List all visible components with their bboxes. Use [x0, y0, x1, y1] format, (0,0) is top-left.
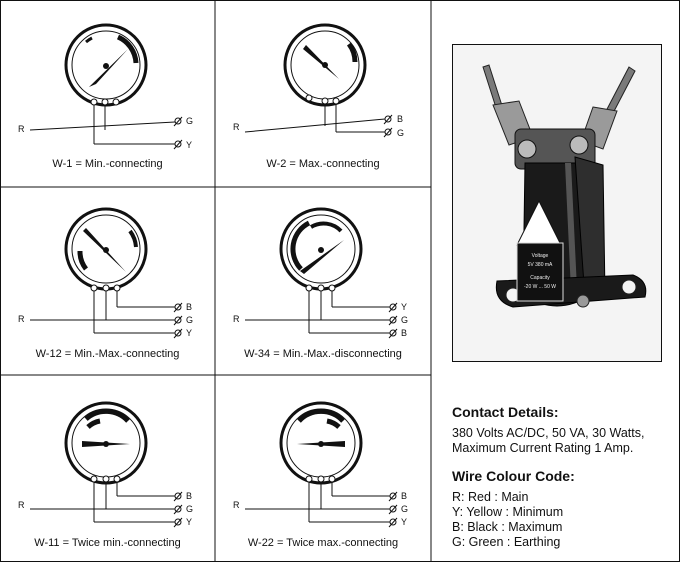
- wire-label-1: B: [186, 491, 192, 501]
- diagram-caption: W-34 = Min.-Max.-disconnecting: [244, 348, 402, 360]
- wire-label-3: Y: [401, 517, 407, 527]
- diagram-w1: R G Y: [18, 23, 193, 150]
- diagram-caption: W-12 = Min.-Max.-connecting: [35, 348, 180, 360]
- wiring: [245, 482, 398, 528]
- diagram-w22: R B G Y: [233, 401, 408, 528]
- wire-label-2: G: [397, 128, 404, 138]
- plate-label-line: Voltage: [532, 253, 549, 259]
- wiring: [30, 482, 183, 528]
- gauge-dial: [279, 401, 363, 485]
- wire-code-item: G: Green : Earthing: [452, 535, 561, 549]
- wire-colour-code-heading: Wire Colour Code:: [452, 468, 575, 484]
- wire-label-2: G: [401, 504, 408, 514]
- wire-label-r: R: [18, 124, 25, 134]
- wire-label-2: Y: [186, 140, 192, 150]
- contact-details-line: Maximum Current Rating 1 Amp.: [452, 441, 634, 455]
- gauge-dial: [279, 207, 363, 292]
- wire-label-2: G: [186, 504, 193, 514]
- wire-label-r: R: [18, 500, 25, 510]
- contact-details-heading: Contact Details:: [452, 404, 559, 420]
- plate-label-line: Capacity: [530, 275, 550, 281]
- wire-label-3: Y: [186, 517, 192, 527]
- wire-code-item: Y: Yellow : Minimum: [452, 505, 564, 519]
- gauge-dial: [64, 401, 148, 485]
- diagram-w34: R Y G B: [233, 207, 408, 339]
- wire-label-1: G: [186, 116, 193, 126]
- wire-label-3: B: [401, 328, 407, 338]
- product-photo: Voltage 5V 380 mA Capacity -20 W ... 50 …: [452, 44, 662, 362]
- wire-label-1: B: [186, 302, 192, 312]
- wiring: [30, 291, 183, 339]
- diagram-caption: W-22 = Twice max.-connecting: [247, 537, 399, 549]
- wiring: [245, 291, 398, 339]
- diagram-w12: R B G Y: [18, 207, 193, 339]
- wire-label-r: R: [233, 500, 240, 510]
- diagram-caption: W-2 = Max.-connecting: [266, 158, 380, 170]
- wire-label-1: Y: [401, 302, 407, 312]
- contact-details-line: 380 Volts AC/DC, 50 VA, 30 Watts,: [452, 426, 645, 440]
- diagram-caption: W-11 = Twice min.-connecting: [34, 537, 181, 549]
- info-panel: Contact Details: 380 Volts AC/DC, 50 VA,…: [452, 404, 672, 550]
- wire-label-1: B: [401, 491, 407, 501]
- wire-label-1: B: [397, 114, 403, 124]
- wire-label-r: R: [233, 122, 240, 132]
- wiring: [244, 104, 393, 138]
- diagram-w11: R B G Y: [18, 401, 193, 528]
- gauge-dial: [283, 23, 367, 107]
- plate-label-line: -20 W ... 50 W: [524, 284, 556, 290]
- wire-colour-code-list: R: Red : Main Y: Yellow : Minimum B: Bla…: [452, 490, 672, 550]
- wiring: [29, 105, 183, 150]
- wire-label-3: Y: [186, 328, 192, 338]
- wire-label-r: R: [18, 314, 25, 324]
- diagram-w2: R B G: [233, 23, 404, 138]
- wire-label-2: G: [186, 315, 193, 325]
- gauge-dial: [64, 207, 148, 292]
- wire-code-item: R: Red : Main: [452, 490, 529, 504]
- plate-label-line: 5V 380 mA: [528, 262, 553, 268]
- diagram-caption: W-1 = Min.-connecting: [52, 158, 163, 170]
- wire-label-r: R: [233, 314, 240, 324]
- gauge-dial: [64, 23, 148, 107]
- contact-assembly-illustration: Voltage 5V 380 mA Capacity -20 W ... 50 …: [453, 45, 661, 361]
- wire-code-item: B: Black : Maximum: [452, 520, 563, 534]
- wire-label-2: G: [401, 315, 408, 325]
